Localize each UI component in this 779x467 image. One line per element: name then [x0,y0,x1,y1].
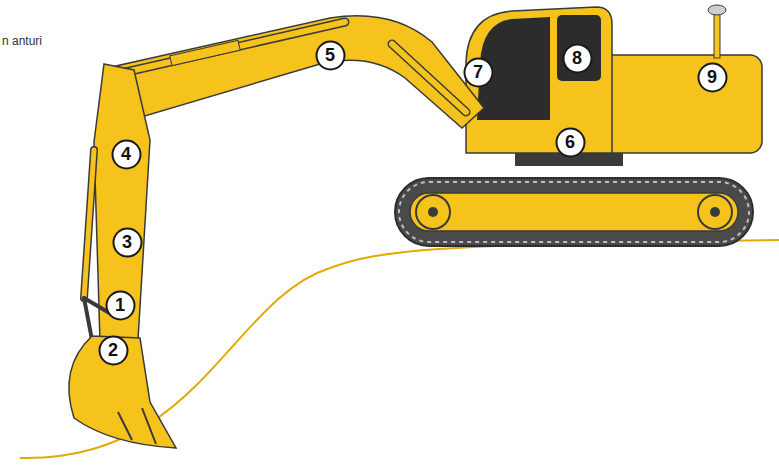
callout-number: 9 [697,62,728,93]
boom-cylinder [392,44,466,112]
crawler-track [395,178,753,246]
arm-cylinder [126,22,345,72]
callout-number: 2 [98,335,129,366]
bucket [69,336,176,448]
callout-circle: 1 [105,290,136,321]
boom [104,16,484,128]
callout-circle: 6 [555,127,586,158]
arm [94,64,150,342]
engine-house [598,55,762,153]
callout-circle: 5 [315,40,346,71]
callout-number: 3 [112,227,143,258]
exhaust-pipe [714,12,720,58]
exhaust-cap [708,5,726,15]
callout-circle: 7 [463,57,494,88]
part-label: n anturi [2,34,42,48]
bucket-teeth [118,408,156,444]
callout-circle: 3 [112,227,143,258]
callout-number: 7 [463,57,494,88]
callout-circle: 2 [98,335,129,366]
callout-number: 8 [562,43,593,74]
callout-number: 6 [555,127,586,158]
callout-number: 5 [315,40,346,71]
callout-circle: 8 [562,43,593,74]
bucket-cylinder [84,150,94,298]
callout-circle: 4 [111,139,142,170]
callout-number: 4 [111,139,142,170]
callout-number: 1 [105,290,136,321]
cab-window [557,15,601,81]
callout-circle: 9 [697,62,728,93]
